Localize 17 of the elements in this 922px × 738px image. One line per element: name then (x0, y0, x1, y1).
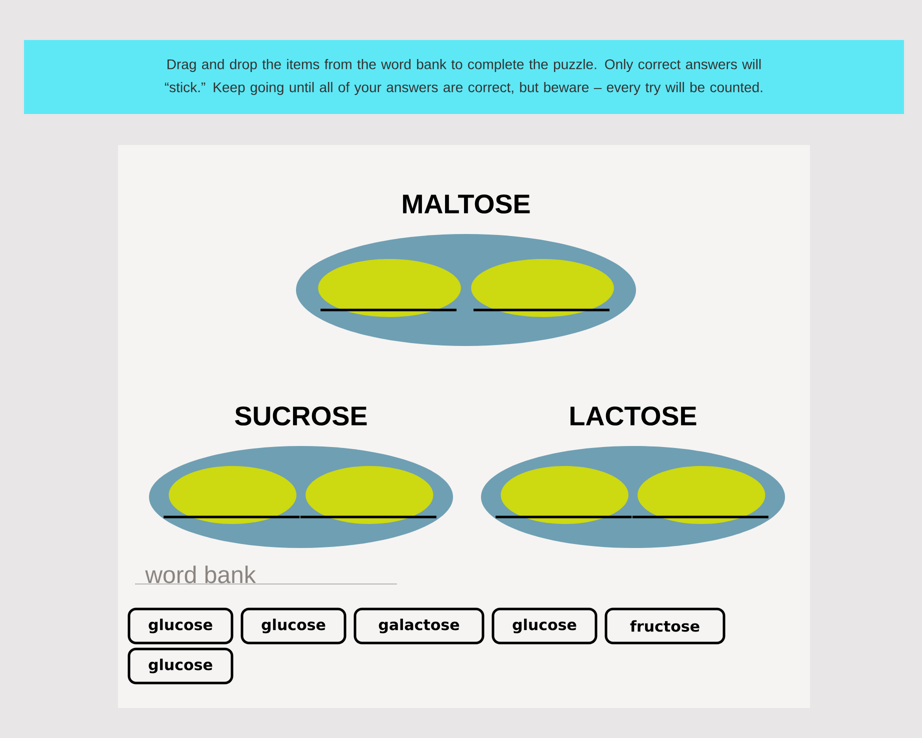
heading: LACTOSE (570, 406, 696, 426)
word-tile: fructose (604, 608, 726, 644)
oval-slot (318, 259, 461, 317)
word-tile: glucose (240, 608, 346, 644)
oval-slot (500, 466, 628, 524)
oval-slot (638, 466, 766, 524)
oval-slot (471, 259, 614, 317)
word-tile: glucose (128, 608, 234, 644)
section-heading: word bank (145, 566, 256, 584)
heading: SUCROSE (235, 406, 367, 426)
oval-slot (306, 466, 434, 524)
word-tile: glucose (492, 608, 598, 644)
instruction-banner: Drag and drop the items from the word bank to complete the puzzle. Only correct answers will “stick.” Keep going until all of your answers are correct, but beware – every try will be counted. (24, 40, 904, 114)
word-tile: glucose (128, 648, 234, 684)
word-tile: galactose (354, 608, 484, 644)
heading: MALTOSE (403, 194, 530, 214)
oval-slot (168, 466, 296, 524)
